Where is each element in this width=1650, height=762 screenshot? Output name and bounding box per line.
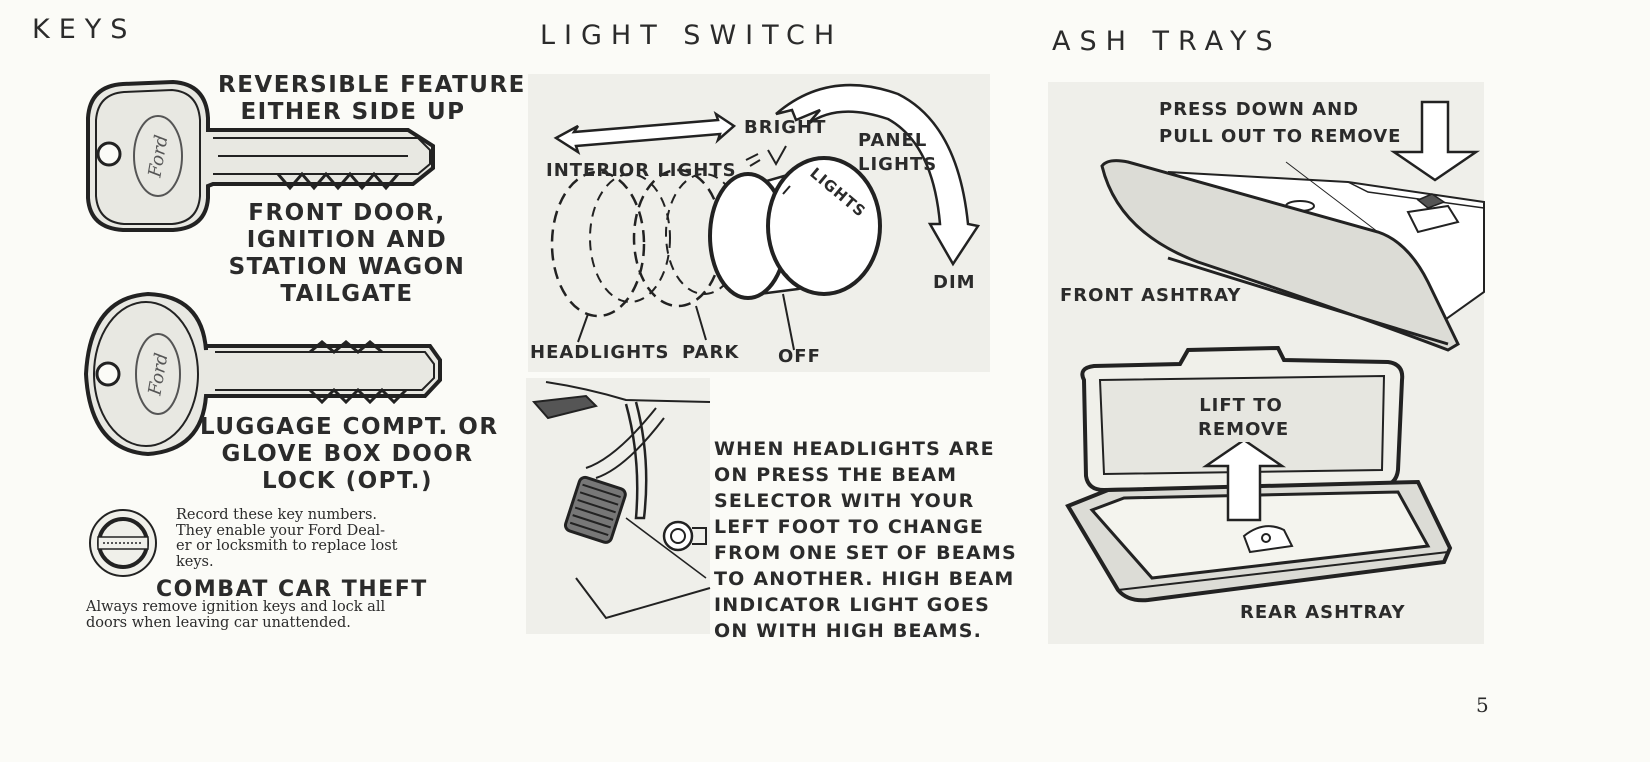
rear-ashtray-label: REAR ASHTRAY xyxy=(1240,602,1406,623)
interior-lights-label: INTERIOR LIGHTS xyxy=(546,160,737,181)
combat-car-theft-text: Always remove ignition keys and lock all… xyxy=(86,599,386,631)
beam-selector-instructions: WHEN HEADLIGHTS ARE ON PRESS THE BEAM SE… xyxy=(714,438,1017,642)
ash-trays-heading: ASH TRAYS xyxy=(1052,26,1282,57)
key-illustration-bottom: Ford xyxy=(83,291,442,457)
key-number-tag-icon xyxy=(89,509,157,577)
key-illustration-top: Ford xyxy=(86,79,435,232)
reversible-feature-label: REVERSIBLE FEATURE: EITHER SIDE UP xyxy=(218,72,537,125)
light-switch-heading: LIGHT SWITCH xyxy=(540,20,844,51)
page-number: 5 xyxy=(1476,693,1489,717)
front-ashtray-label: FRONT ASHTRAY xyxy=(1060,285,1242,306)
beam-selector-illustration xyxy=(531,381,711,620)
luggage-key-label: LUGGAGE COMPT. OR GLOVE BOX DOOR LOCK (O… xyxy=(200,414,499,494)
keys-heading: KEYS xyxy=(32,14,137,45)
off-label: OFF xyxy=(778,346,821,367)
park-label: PARK xyxy=(682,342,740,363)
light-switch-illustration xyxy=(550,83,981,351)
dim-label: DIM xyxy=(933,272,976,293)
panel-lights-label: PANEL LIGHTS xyxy=(858,130,938,175)
rear-ashtray-illustration xyxy=(1065,345,1453,603)
lift-to-remove-label: LIFT TO REMOVE xyxy=(1198,394,1290,442)
combat-car-theft-title: COMBAT CAR THEFT xyxy=(156,577,428,602)
record-key-numbers-text: Record these key numbers. They enable yo… xyxy=(176,507,398,570)
front-ashtray-illustration xyxy=(1100,100,1485,352)
press-down-instruction: PRESS DOWN AND PULL OUT TO REMOVE xyxy=(1159,99,1402,147)
headlights-label: HEADLIGHTS xyxy=(530,342,670,363)
front-door-key-label: FRONT DOOR, IGNITION AND STATION WAGON T… xyxy=(228,200,466,307)
bright-label: BRIGHT xyxy=(744,117,827,138)
